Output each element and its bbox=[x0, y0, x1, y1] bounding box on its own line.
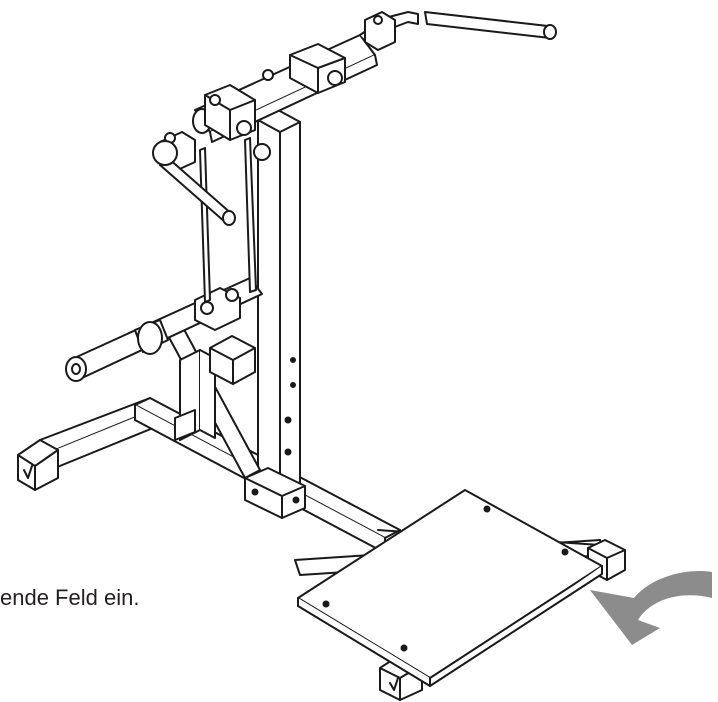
instruction-caption: ende Feld ein. bbox=[0, 585, 140, 610]
upright-post bbox=[244, 109, 306, 519]
front-foot bbox=[17, 439, 59, 491]
curved-insert-arrow-icon bbox=[590, 571, 712, 645]
upper-arm bbox=[152, 11, 557, 226]
connecting-rod bbox=[199, 137, 257, 303]
pad-block bbox=[209, 335, 256, 385]
foot-plate bbox=[297, 489, 603, 687]
